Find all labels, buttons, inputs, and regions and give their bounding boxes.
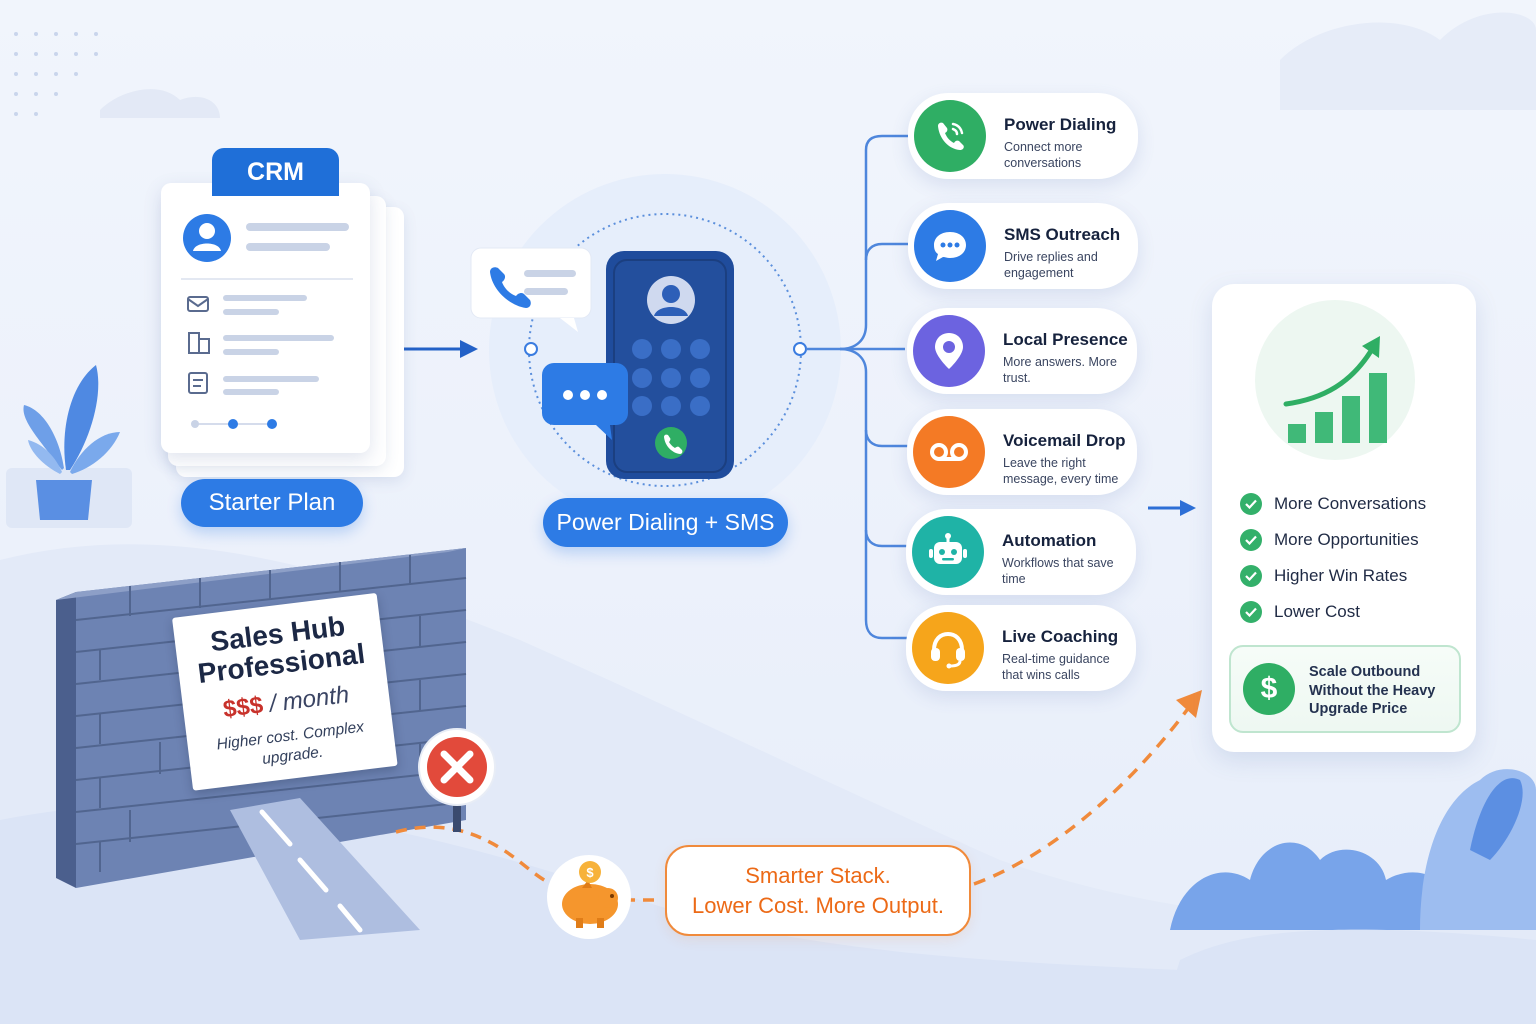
check-icon — [1240, 601, 1262, 623]
benefit-label: More Conversations — [1274, 494, 1427, 513]
scale-outbound-text: Scale Outbound Without the Heavy Upgrade… — [1309, 664, 1436, 717]
benefit-item: More Conversations — [1240, 493, 1426, 515]
robot-icon — [912, 516, 984, 588]
tagline-line-2: Lower Cost. More Output. — [692, 893, 944, 918]
feature-card-live-coaching: Live Coaching Real-time guidance that wi… — [906, 605, 1136, 691]
note-icon — [188, 372, 208, 394]
feature-title: Power Dialing — [1004, 115, 1117, 134]
results-panel: More Conversations More Opportunities Hi… — [1212, 284, 1476, 752]
building-icon — [188, 332, 210, 354]
price-symbol: $$$ — [221, 691, 265, 724]
feature-description: Connect more conversations — [1004, 140, 1083, 170]
tagline-line-1: Smarter Stack. — [745, 863, 891, 888]
feature-title: SMS Outreach — [1004, 225, 1121, 244]
check-icon — [1240, 529, 1262, 551]
benefit-label: Lower Cost — [1274, 602, 1360, 621]
feature-title: Voicemail Drop — [1003, 431, 1126, 450]
hill-shape — [0, 804, 1536, 1024]
check-icon — [1240, 493, 1262, 515]
sign-title: Sales Hub Professional — [196, 610, 367, 690]
benefit-label: Higher Win Rates — [1274, 566, 1408, 585]
feature-title: Automation — [1002, 531, 1097, 550]
arrow-up-right-icon — [1176, 690, 1202, 718]
connector-tree — [806, 134, 910, 640]
feature-title: Live Coaching — [1002, 627, 1119, 646]
headset-icon — [912, 612, 984, 684]
contact-avatar-icon — [183, 214, 231, 262]
svg-text:$: $ — [586, 865, 594, 880]
price-period: / month — [267, 681, 351, 718]
feature-card-sms-outreach: SMS Outreach Drive replies and engagemen… — [908, 203, 1138, 289]
phone-ringing-icon — [914, 100, 986, 172]
feature-card-voicemail-drop: Voicemail Drop Leave the right message, … — [907, 409, 1137, 495]
feature-description: Real-time guidance that wins calls — [1002, 652, 1110, 682]
check-icon — [1240, 565, 1262, 587]
feature-card-power-dialing: Power Dialing Connect more conversations — [908, 93, 1138, 179]
piggy-bank-icon: $ — [547, 855, 631, 939]
cloud-shape — [1280, 12, 1536, 110]
scale-outbound-box: $ Scale Outbound Without the Heavy Upgra… — [1229, 645, 1461, 733]
arrow-right-icon — [1180, 500, 1196, 516]
feature-card-automation: Automation Workflows that save time — [906, 509, 1136, 595]
benefit-item: Higher Win Rates — [1240, 565, 1407, 587]
benefit-label: More Opportunities — [1274, 530, 1419, 549]
growth-chart-icon — [1255, 300, 1415, 460]
arrow-right-icon — [460, 340, 478, 358]
feature-description: Workflows that save time — [1002, 556, 1114, 586]
voicemail-icon — [913, 416, 985, 488]
feature-card-local-presence: Local Presence More answers. More trust. — [907, 308, 1137, 394]
mail-icon — [187, 296, 209, 312]
bush-illustration — [1160, 769, 1536, 1024]
benefit-item: More Opportunities — [1240, 529, 1419, 551]
dollar-icon: $ — [1243, 663, 1295, 715]
benefit-item: Lower Cost — [1240, 601, 1360, 623]
plant-illustration — [6, 365, 132, 528]
location-pin-icon — [913, 315, 985, 387]
chat-bubble-icon — [914, 210, 986, 282]
power-dialing-sms-badge: Power Dialing + SMS — [543, 498, 788, 547]
feature-description: Leave the right message, every time — [1003, 456, 1119, 486]
crm-card — [161, 183, 370, 453]
feature-description: More answers. More trust. — [1003, 355, 1117, 385]
crm-tab: CRM — [212, 148, 339, 196]
tagline-callout: Smarter Stack. Lower Cost. More Output. — [665, 845, 971, 936]
feature-description: Drive replies and engagement — [1004, 250, 1098, 280]
feature-title: Local Presence — [1003, 330, 1128, 349]
starter-plan-badge: Starter Plan — [181, 479, 363, 527]
cloud-shape — [100, 89, 220, 118]
sales-hub-sign: Sales Hub Professional $$$ / month Highe… — [172, 592, 398, 791]
